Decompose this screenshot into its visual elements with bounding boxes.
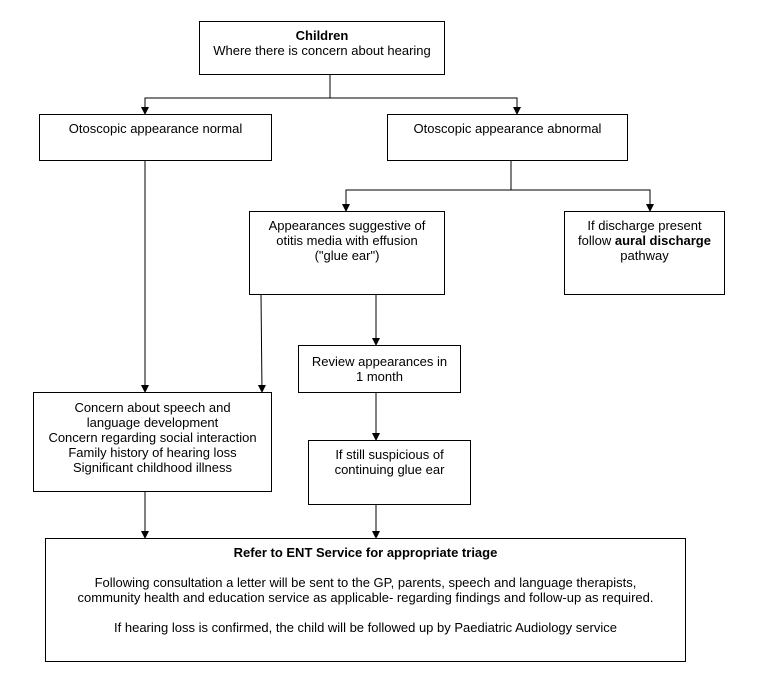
discharge-line2: follow aural discharge <box>578 233 711 248</box>
concern-line: Concern regarding social interaction <box>48 430 257 445</box>
otoscopic-normal-box: Otoscopic appearance normal <box>39 114 272 161</box>
review-box: Review appearances in 1 month <box>298 345 461 393</box>
discharge-line1: If discharge present <box>587 218 702 233</box>
otoscopic-abnormal-box: Otoscopic appearance abnormal <box>387 114 628 161</box>
abnormal-to-ome-arrow <box>342 160 512 212</box>
concern-line: Concern about speech and <box>74 400 231 415</box>
start-title: Children <box>295 28 349 43</box>
start-box: Children Where there is concern about he… <box>199 21 445 75</box>
start-to-abnormal-arrow <box>330 97 521 115</box>
concern-line: Family history of hearing loss <box>68 445 237 460</box>
refer-ent-box: Refer to ENT Service for appropriate tri… <box>45 538 686 662</box>
aural-discharge-link-text: aural discharge <box>614 233 711 248</box>
refer-para1-line1: Following consultation a letter will be … <box>94 575 637 590</box>
concern-line: language development <box>86 415 219 430</box>
discharge-box: If discharge present follow aural discha… <box>564 211 725 295</box>
discharge-line3: pathway <box>620 248 669 263</box>
otoscopic-abnormal-text: Otoscopic appearance abnormal <box>413 121 602 136</box>
ome-to-concerns-arrow <box>257 293 266 393</box>
concern-line: Significant childhood illness <box>73 460 232 475</box>
concerns-box: Concern about speech and language develo… <box>33 392 272 492</box>
suspicious-box: If still suspicious of continuing glue e… <box>308 440 471 505</box>
otoscopic-normal-text: Otoscopic appearance normal <box>68 121 243 136</box>
start-text: Where there is concern about hearing <box>213 43 431 58</box>
review-line2: 1 month <box>356 369 403 384</box>
abnormal-to-discharge-arrow <box>511 189 654 212</box>
suspicious-line1: If still suspicious of <box>335 447 444 462</box>
glue-ear-line1: Appearances suggestive of <box>268 218 426 233</box>
glue-ear-line3: ("glue ear") <box>314 248 380 263</box>
refer-title: Refer to ENT Service for appropriate tri… <box>233 545 498 560</box>
review-line1: Review appearances in <box>311 354 448 369</box>
glue-ear-line2: otitis media with effusion <box>276 233 418 248</box>
refer-para1-line2: community health and education service a… <box>77 590 654 605</box>
refer-para2: If hearing loss is confirmed, the child … <box>114 620 617 635</box>
suspicious-line2: continuing glue ear <box>334 462 445 477</box>
start-to-normal-arrow <box>141 75 331 115</box>
glue-ear-box: Appearances suggestive of otitis media w… <box>249 211 445 295</box>
